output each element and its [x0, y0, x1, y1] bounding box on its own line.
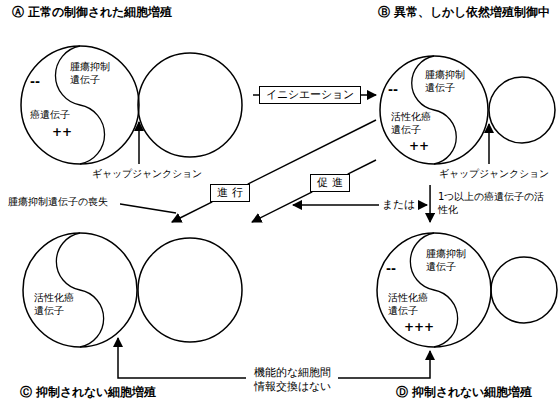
node-text: 活性化癌遺伝子	[391, 111, 433, 136]
panel: Ⓓ 抑制されない細胞増殖 腫瘍抑制遺伝子活性化癌遺伝子 -- +++	[376, 222, 558, 407]
neighbor-cell	[491, 257, 557, 323]
leader-line	[114, 203, 176, 213]
node-text: Ⓐ 正常の制御された細胞増殖	[12, 5, 248, 19]
node-text: 活性化癌遺伝子	[388, 292, 430, 317]
cell-membrane	[380, 56, 488, 164]
node-text: Ⓓ 抑制されない細胞増殖	[396, 385, 556, 399]
cell-circle: 活性化癌遺伝子	[22, 232, 138, 348]
stage-label: 促 進	[317, 176, 343, 190]
node-text: ++	[409, 139, 435, 154]
node-text: ギャップジャンクション	[432, 168, 556, 181]
balance-curve	[56, 233, 103, 347]
leader-arrow	[338, 351, 430, 378]
stage-box: 促 進	[310, 174, 350, 192]
flow-arrow	[429, 185, 431, 222]
flow-arrow	[252, 192, 312, 222]
annotation: 機能的な細胞間情報交換はない	[250, 366, 334, 394]
cell-membrane	[21, 46, 139, 164]
stage-label: 進 行	[217, 186, 243, 200]
annotation: 腫瘍抑制遺伝子の喪失	[8, 196, 120, 209]
stage-label: イニシエーション	[266, 88, 354, 102]
panel: Ⓒ 抑制されない細胞増殖 活性化癌遺伝子	[8, 222, 263, 407]
node-text: 活性化癌遺伝子	[34, 292, 76, 317]
node-text: --	[386, 262, 408, 277]
flow-arrow	[172, 202, 212, 222]
cell-circle: 腫瘍抑制遺伝子活性化癌遺伝子 -- +++	[376, 232, 492, 348]
neighbor-cell	[489, 77, 555, 143]
stage-box: イニシエーション	[259, 86, 361, 104]
neighbor-cell	[138, 238, 242, 342]
panel: Ⓐ 正常の制御された細胞増殖ギャップジャンクション 腫瘍抑制遺伝子癌遺伝子 -- ++	[8, 5, 253, 185]
cell-circle: 腫瘍抑制遺伝子癌遺伝子 -- ++	[20, 45, 140, 165]
panel: Ⓑ 異常、しかし依然増殖制御中ギャップジャンクション 腫瘍抑制遺伝子活性化癌遺伝子…	[376, 5, 558, 185]
alternative-arrow	[417, 204, 427, 206]
node-text: 腫瘍抑制遺伝子	[426, 248, 470, 273]
node-text: +++	[404, 320, 434, 335]
node-text: 癌遺伝子	[30, 109, 76, 122]
node-text: Ⓒ 抑制されない細胞増殖	[20, 385, 240, 399]
gap-junction-pointer	[138, 122, 140, 164]
node-text: ギャップジャンクション	[85, 168, 209, 181]
node-text: Ⓑ 異常、しかし依然増殖制御中	[378, 5, 556, 19]
leader-arrow	[118, 338, 246, 378]
node-text: --	[30, 75, 52, 90]
alternative-arrow	[293, 204, 379, 206]
annotation: または	[382, 198, 418, 212]
node-text: 腫瘍抑制遺伝子	[70, 61, 116, 86]
neighbor-cell	[138, 53, 242, 157]
flow-arrow	[361, 94, 376, 96]
flow-arrow	[348, 160, 376, 174]
cell-circle: 腫瘍抑制遺伝子活性化癌遺伝子 -- ++	[379, 55, 489, 165]
stage-box: 進 行	[210, 184, 250, 202]
node-text: ++	[52, 125, 78, 140]
cell-membrane	[377, 233, 491, 347]
cell-membrane	[23, 233, 137, 347]
edge-label: 1つ以上の癌遺伝子の活性化	[438, 191, 550, 216]
cell-outline	[22, 232, 138, 348]
gap-junction-pointer	[488, 124, 490, 164]
node-text: --	[388, 83, 410, 98]
node-text: 腫瘍抑制遺伝子	[425, 69, 469, 94]
